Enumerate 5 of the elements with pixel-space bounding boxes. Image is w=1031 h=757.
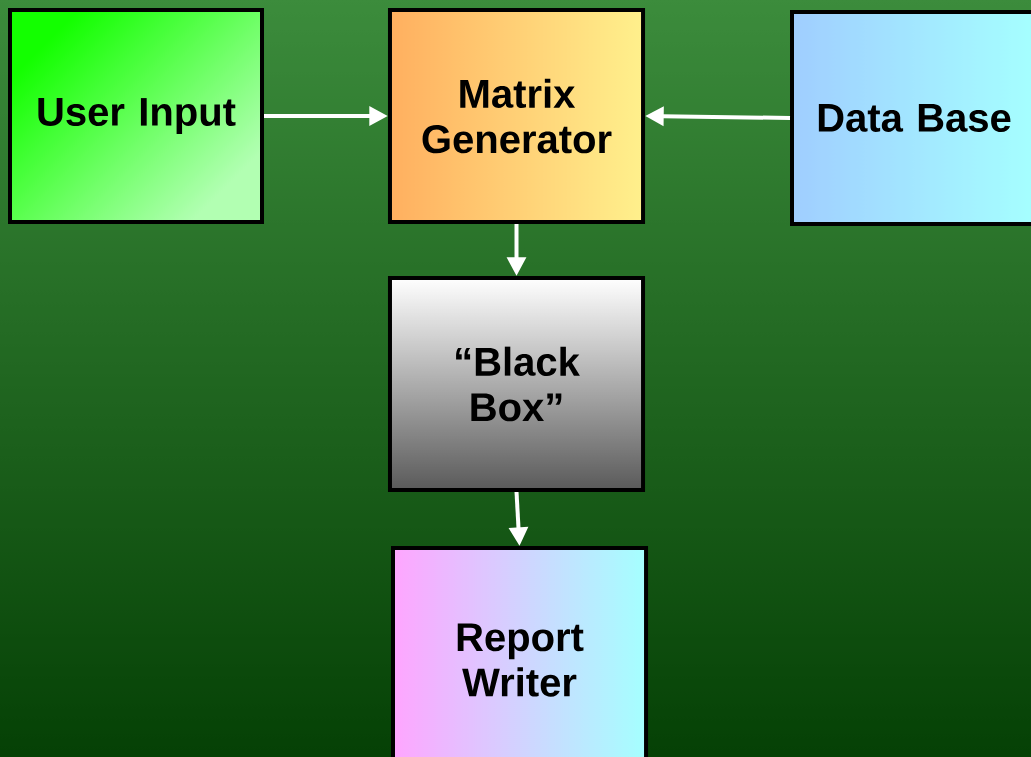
process-box: Report Writer xyxy=(390,546,649,757)
process-box: User Input xyxy=(8,8,264,224)
process-box: Matrix Generator xyxy=(387,8,646,224)
process-box: “Black Box” xyxy=(387,276,646,492)
process-box: Data Base xyxy=(790,10,1031,226)
